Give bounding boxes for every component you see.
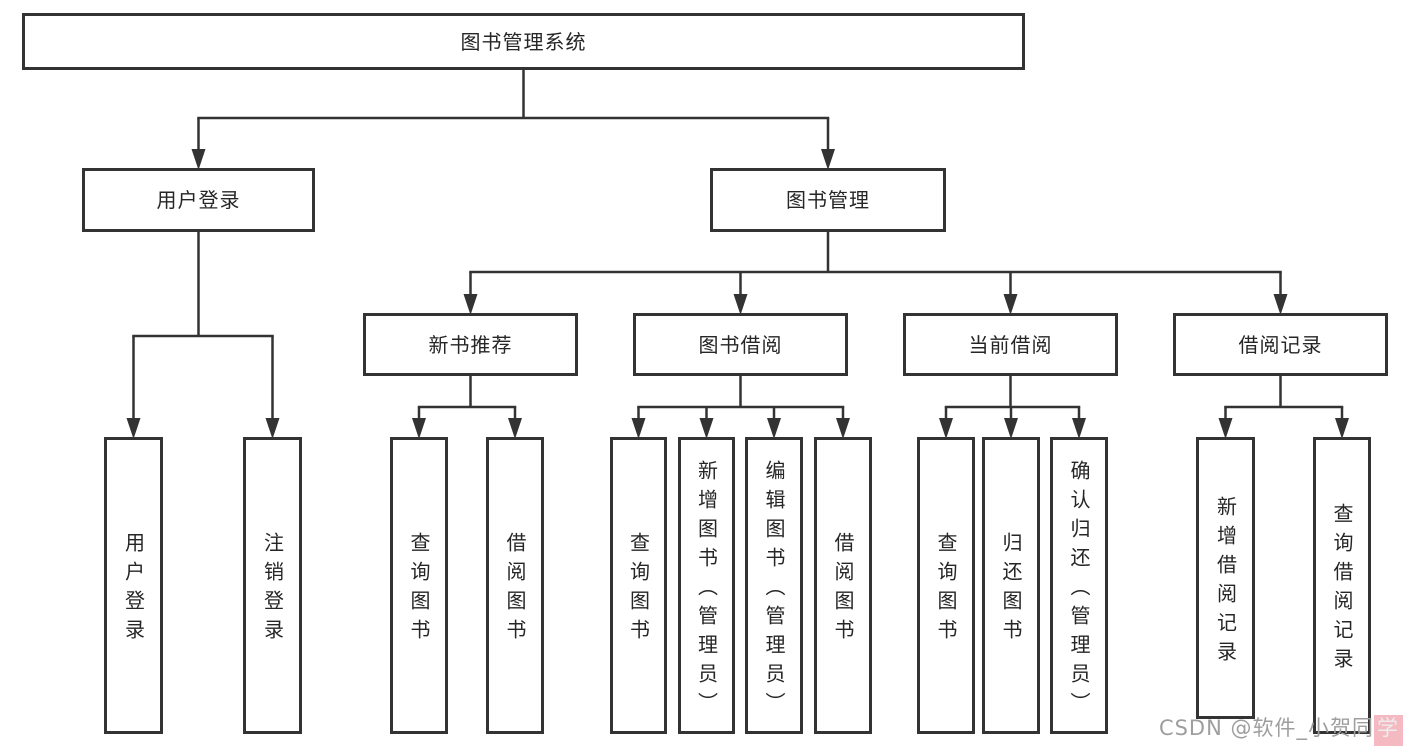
arrowhead-down-icon <box>463 294 478 315</box>
node-label: 查询图书 <box>407 532 431 648</box>
node-login: 用户登录 <box>104 437 163 734</box>
arrowhead-down-icon <box>126 418 141 439</box>
node-library-management-system: 图书管理系统 <box>22 13 1025 70</box>
arrowhead-down-icon <box>1273 294 1288 315</box>
node-label: 归还图书 <box>999 532 1023 648</box>
node-current-borrowing: 当前借阅 <box>903 313 1118 376</box>
arrowhead-down-icon <box>836 418 850 439</box>
node-bb-add-books-admin: 新增图书（管理员） <box>678 437 735 734</box>
arrowhead-down-icon <box>1335 418 1349 439</box>
watermark-accent-char: 学 <box>1374 715 1403 746</box>
node-label: 借阅图书 <box>503 532 527 648</box>
node-new-book-recommendation: 新书推荐 <box>363 313 578 376</box>
arrowhead-down-icon <box>821 149 835 170</box>
node-cb-confirm-return-admin: 确认归还（管理员） <box>1050 437 1108 734</box>
node-label: 新书推荐 <box>428 332 513 357</box>
node-cb-query-books: 查询图书 <box>917 437 975 734</box>
node-book-management: 图书管理 <box>710 168 946 232</box>
node-bb-query-books: 查询图书 <box>610 437 667 734</box>
node-borrow-records: 借阅记录 <box>1173 313 1388 376</box>
node-label: 图书管理 <box>786 188 870 212</box>
node-user-login-module: 用户登录 <box>82 168 315 232</box>
node-br-query-borrow-record: 查询借阅记录 <box>1313 437 1371 734</box>
arrowhead-down-icon <box>1003 294 1018 315</box>
node-label: 图书借阅 <box>698 332 783 357</box>
arrowhead-down-icon <box>631 418 646 439</box>
arrowhead-down-icon <box>1218 418 1233 439</box>
node-label: 借阅图书 <box>831 532 855 648</box>
node-label: 编辑图书（管理员） <box>762 459 786 721</box>
node-bb-borrow-books: 借阅图书 <box>814 437 872 734</box>
node-nb-borrow-books: 借阅图书 <box>486 437 544 734</box>
node-label: 图书管理系统 <box>460 29 587 54</box>
node-label: 新增图书（管理员） <box>694 459 719 721</box>
arrowhead-down-icon <box>733 294 748 315</box>
node-label: 当前借阅 <box>968 332 1053 357</box>
arrowhead-down-icon <box>412 418 426 439</box>
node-cb-return-books: 归还图书 <box>982 437 1040 734</box>
node-label: 用户登录 <box>156 188 241 212</box>
node-label: 查询图书 <box>626 532 651 648</box>
watermark: CSDN @软件_小贺同学 <box>1158 712 1403 746</box>
arrowhead-down-icon <box>265 418 280 439</box>
node-label: 用户登录 <box>121 532 146 648</box>
node-label: 注销登录 <box>260 532 285 648</box>
arrowhead-down-icon <box>939 418 953 439</box>
arrowhead-down-icon <box>767 418 781 439</box>
node-br-add-borrow-record: 新增借阅记录 <box>1196 437 1255 719</box>
node-bb-edit-books-admin: 编辑图书（管理员） <box>745 437 803 734</box>
node-label: 查询图书 <box>934 532 958 648</box>
node-label: 确认归还（管理员） <box>1067 459 1091 721</box>
arrowhead-down-icon <box>1072 418 1086 439</box>
watermark-text: CSDN @软件_小贺同 <box>1158 716 1374 740</box>
node-logout: 注销登录 <box>243 437 302 734</box>
node-nb-query-books: 查询图书 <box>390 437 448 734</box>
node-label: 借阅记录 <box>1238 332 1323 357</box>
node-label: 新增借阅记录 <box>1213 495 1238 670</box>
arrowhead-down-icon <box>699 418 714 439</box>
arrowhead-down-icon <box>508 418 522 439</box>
node-label: 查询借阅记录 <box>1330 503 1354 677</box>
arrowhead-down-icon <box>191 149 206 170</box>
node-book-borrowing: 图书借阅 <box>633 313 848 376</box>
arrowhead-down-icon <box>1004 418 1018 439</box>
